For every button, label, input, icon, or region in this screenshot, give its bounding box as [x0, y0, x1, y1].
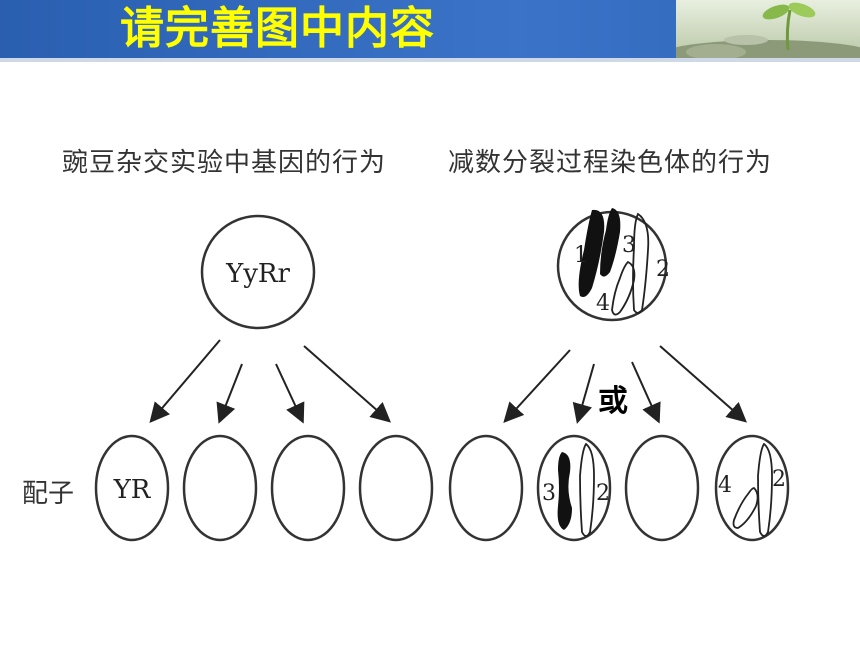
gamete-cell [448, 434, 524, 542]
arrow-left-2 [216, 363, 243, 424]
chromosome-black [557, 452, 572, 530]
right-heading: 减数分裂过程染色体的行为 [448, 148, 773, 178]
parent-cell-genes [200, 214, 316, 330]
arrow-right-3 [631, 361, 661, 424]
gamete-cell [624, 434, 700, 542]
chromosome-number: 3 [622, 233, 636, 258]
gamete-row-label: 配子 [22, 479, 75, 509]
or-label: 或 [598, 384, 628, 419]
chromosome-number: 4 [596, 291, 610, 316]
chromosome-white [732, 487, 759, 529]
chromosome-number: 2 [772, 467, 786, 492]
arrow-right-1 [503, 349, 571, 423]
arrow-left-3 [275, 363, 305, 424]
chromosome-pair-black [578, 208, 621, 297]
gamete-cell [358, 434, 434, 542]
chromosome-white [579, 442, 595, 537]
chromosome-white [757, 442, 773, 537]
left-heading: 豌豆杂交实验中基因的行为 [62, 148, 387, 178]
header-banner: 请完善图中内容 [0, 0, 860, 58]
chromosome-number: 2 [596, 481, 610, 506]
gamete-cell [182, 434, 258, 542]
chromosome-number: 2 [656, 257, 670, 282]
header-divider [0, 58, 860, 62]
gamete-cell [94, 434, 170, 542]
sprout-photo [676, 0, 860, 58]
parent-genotype-label: YyRr [225, 259, 290, 289]
arrow-left-4 [303, 345, 392, 423]
arrow-right-2 [572, 363, 595, 424]
gamete-cell [270, 434, 346, 542]
chromosome-number: 4 [718, 473, 732, 498]
arrow-left-1 [149, 339, 221, 424]
chromosome-number: 3 [542, 481, 556, 506]
chromosome-pair-white [611, 212, 650, 316]
gamete-genotype-label: YR [113, 475, 152, 505]
slide-title: 请完善图中内容 [120, 3, 435, 54]
chromosome-number: 1 [574, 243, 588, 268]
arrow-right-4 [659, 345, 748, 423]
